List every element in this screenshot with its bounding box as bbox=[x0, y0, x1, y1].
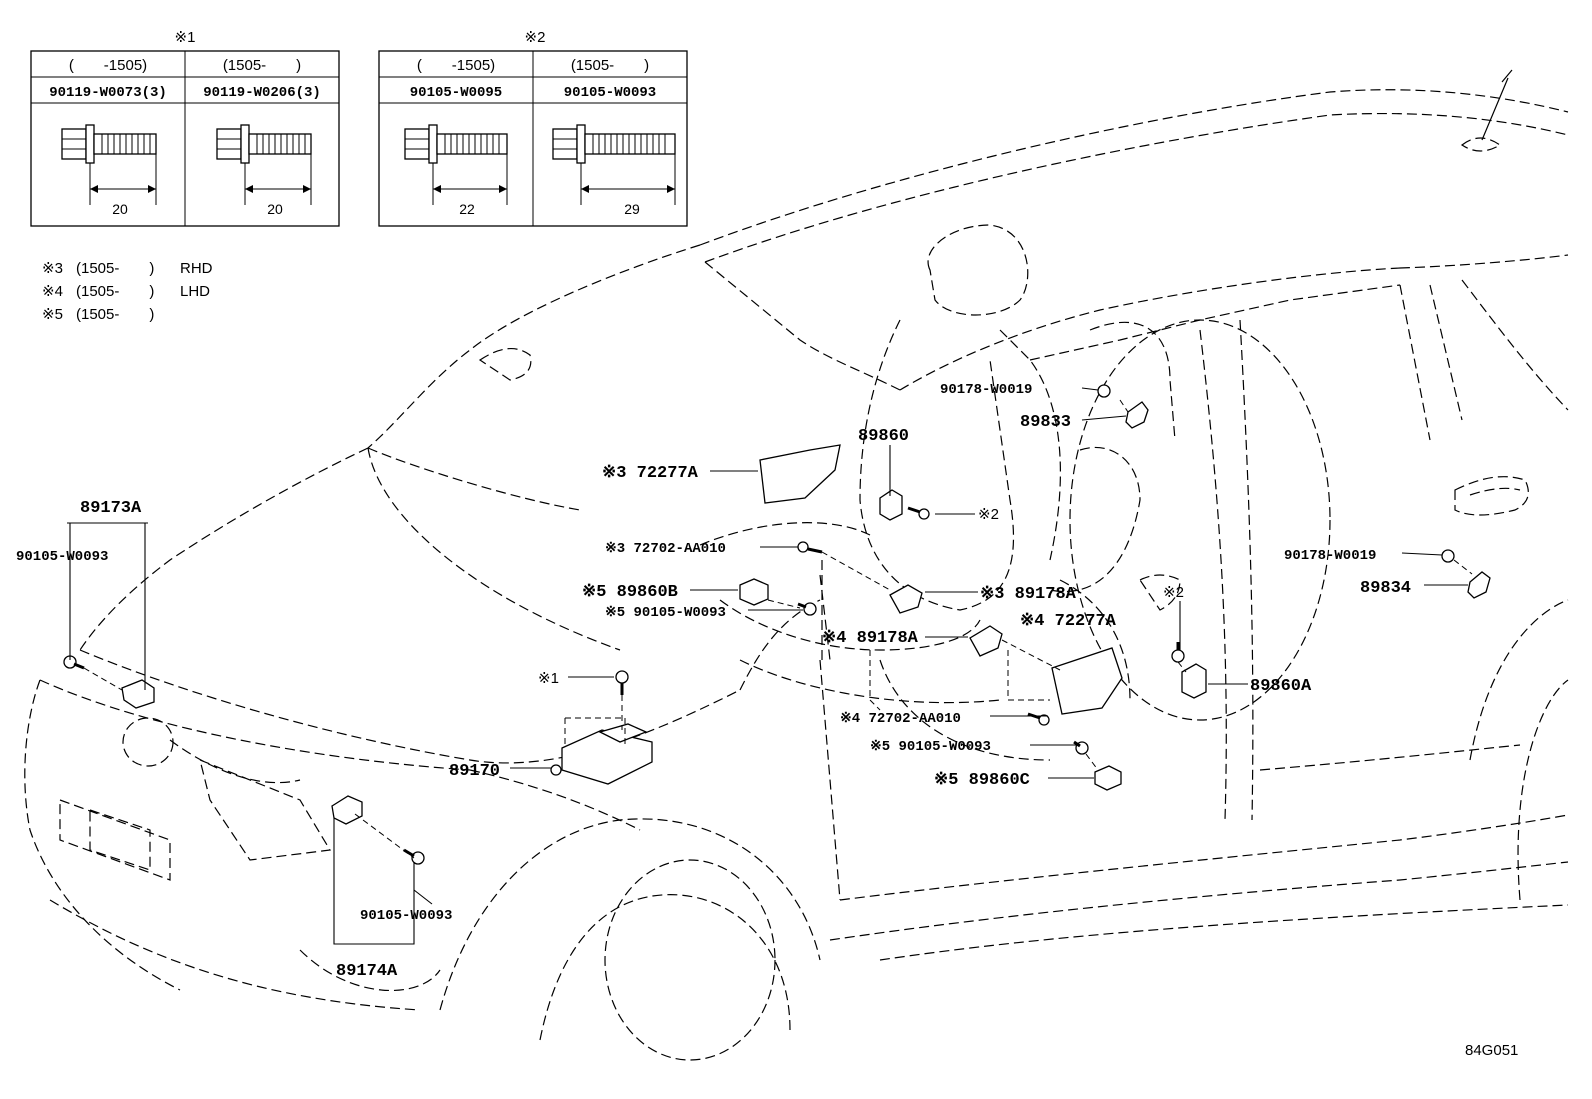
label-mark-2-top: ※2 bbox=[978, 506, 999, 523]
bolt-icon bbox=[63, 655, 85, 670]
label-89860b: ※5 89860B bbox=[582, 583, 678, 602]
part-glyphs bbox=[63, 384, 1491, 865]
label-89860a: 89860A bbox=[1250, 677, 1312, 696]
table-2-partno-1: 90105-W0095 bbox=[410, 85, 502, 101]
label-90105-5a: ※5 90105-W0093 bbox=[605, 605, 726, 621]
nut-icon bbox=[1441, 549, 1455, 563]
sensor-89860b bbox=[739, 578, 769, 606]
table-2-length-1: 22 bbox=[459, 201, 475, 217]
sensor-89860a bbox=[1181, 663, 1207, 699]
note-4: ※4 (1505- ) LHD bbox=[42, 283, 210, 300]
table-2-period-1: ( -1505) bbox=[417, 57, 495, 74]
note-4-mark: ※4 bbox=[42, 283, 63, 300]
label-90105-bumper: 90105-W0093 bbox=[360, 908, 452, 924]
note-4-spec: LHD bbox=[180, 283, 210, 300]
table-1-length-1: 20 bbox=[112, 201, 128, 217]
label-89860: 89860 bbox=[858, 427, 909, 446]
bolt-icon bbox=[615, 670, 629, 695]
table-1-period-1: ( -1505) bbox=[69, 57, 147, 74]
label-89834: 89834 bbox=[1360, 579, 1411, 598]
sensor-89834 bbox=[1467, 571, 1491, 599]
sensor-89860 bbox=[879, 489, 903, 521]
table-1-partno-2: 90119-W0206(3) bbox=[203, 85, 321, 101]
bolt-icon bbox=[907, 506, 930, 520]
table-2-partno-2: 90105-W0093 bbox=[564, 85, 656, 101]
note-5: ※5 (1505- ) bbox=[42, 306, 154, 323]
table-1-length-2: 20 bbox=[267, 201, 283, 217]
label-89178a-rhd: ※3 89178A bbox=[980, 585, 1077, 604]
note-3-period: (1505- ) bbox=[76, 260, 154, 277]
table-1-period-2: (1505- ) bbox=[223, 57, 301, 74]
table-2-length-2: 29 bbox=[624, 201, 640, 217]
bracket-72277a-rhd bbox=[759, 444, 841, 504]
callout-labels: 89173A 90105-W0093 89174A 90105-W0093 89… bbox=[16, 382, 1411, 981]
sensor-89178a-rhd bbox=[889, 584, 923, 614]
flange-bolt-icon bbox=[552, 124, 676, 205]
table-1-partno-1: 90119-W0073(3) bbox=[49, 85, 167, 101]
label-90178-left: 90178-W0019 bbox=[940, 382, 1032, 398]
label-89174a: 89174A bbox=[336, 962, 398, 981]
label-90105-front: 90105-W0093 bbox=[16, 549, 108, 565]
note-3-mark: ※3 bbox=[42, 260, 63, 277]
bolt-icon bbox=[797, 602, 817, 616]
table-2-mark: ※2 bbox=[525, 29, 546, 46]
label-89178a-lhd: ※4 89178A bbox=[822, 629, 919, 648]
note-5-mark: ※5 bbox=[42, 306, 63, 323]
bolt-icon bbox=[1073, 740, 1089, 755]
front-sensor-89173a bbox=[121, 679, 155, 709]
leader-lines bbox=[67, 387, 1473, 945]
label-72702-lhd: ※4 72702-AA010 bbox=[840, 711, 961, 727]
nut-icon bbox=[1097, 384, 1111, 398]
figure-code: 84G051 bbox=[1465, 1042, 1518, 1059]
flange-bolt-icon bbox=[404, 124, 508, 205]
label-72702-rhd: ※3 72702-AA010 bbox=[605, 541, 726, 557]
note-table-2: ※2 ( -1505) (1505- ) 90105-W0095 90105-W… bbox=[378, 29, 688, 227]
bolt-icon bbox=[797, 541, 823, 554]
flange-bolt-icon bbox=[61, 124, 157, 205]
bolt-icon bbox=[1171, 642, 1185, 663]
label-89173a: 89173A bbox=[80, 499, 142, 518]
seat-outline bbox=[699, 224, 1331, 761]
label-mark-2-right: ※2 bbox=[1163, 584, 1184, 601]
label-90105-5b: ※5 90105-W0093 bbox=[870, 739, 991, 755]
label-90178-right: 90178-W0019 bbox=[1284, 548, 1376, 564]
note-table-1: ※1 ( -1505) (1505- ) 90119-W0073(3) 9011… bbox=[30, 29, 340, 227]
label-89860c: ※5 89860C bbox=[934, 771, 1030, 790]
note-5-period: (1505- ) bbox=[76, 306, 154, 323]
notes: ※3 (1505- ) RHD ※4 (1505- ) LHD ※5 (1505… bbox=[42, 260, 213, 323]
label-89833: 89833 bbox=[1020, 413, 1071, 432]
table-2-period-2: (1505- ) bbox=[571, 57, 649, 74]
label-mark-1: ※1 bbox=[538, 670, 559, 687]
label-72277a-lhd: ※4 72277A bbox=[1020, 612, 1117, 631]
label-89170: 89170 bbox=[449, 762, 500, 781]
sensor-89860c bbox=[1094, 765, 1122, 791]
bracket-72277a-lhd bbox=[1051, 647, 1123, 715]
sensor-89178a-lhd bbox=[969, 625, 1003, 657]
note-3-spec: RHD bbox=[180, 260, 213, 277]
bolt-icon bbox=[403, 848, 425, 865]
table-1-mark: ※1 bbox=[175, 29, 196, 46]
label-72277a-rhd: ※3 72277A bbox=[602, 464, 699, 483]
flange-bolt-icon bbox=[216, 124, 312, 205]
note-3: ※3 (1505- ) RHD bbox=[42, 260, 213, 277]
vehicle-outline bbox=[24, 69, 1569, 1061]
sensor-89833 bbox=[1125, 401, 1149, 429]
airbag-ecu-89170 bbox=[550, 717, 653, 785]
front-sensor-89174a bbox=[331, 795, 363, 825]
note-4-period: (1505- ) bbox=[76, 283, 154, 300]
